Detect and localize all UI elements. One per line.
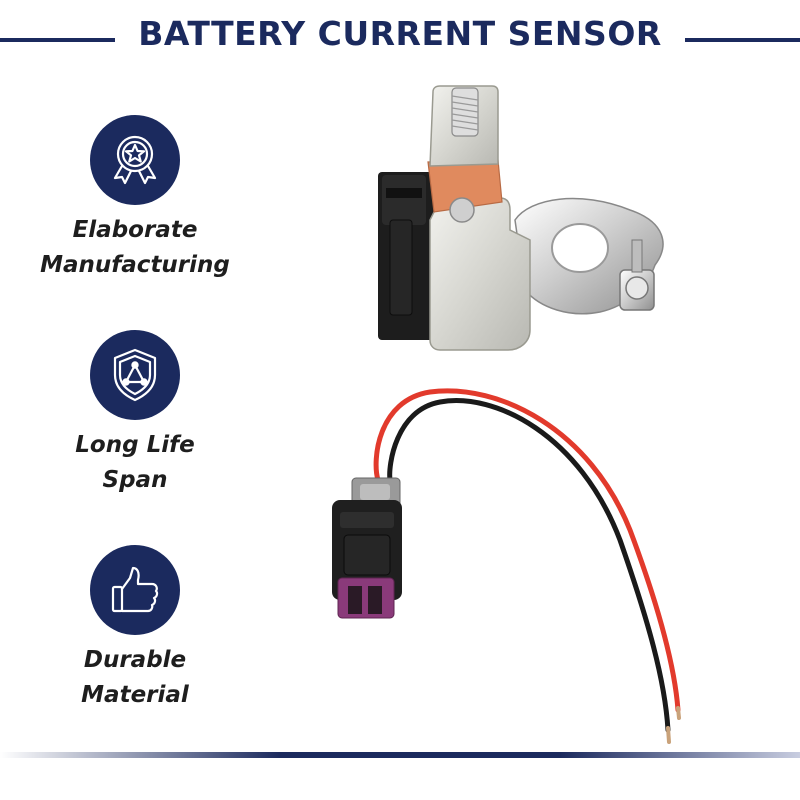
header: BATTERY CURRENT SENSOR: [0, 0, 800, 80]
shield-icon: [113, 348, 157, 402]
award-star-icon: [113, 135, 157, 185]
product-image: [332, 85, 681, 744]
feature-durable-material: Durable Material: [0, 545, 270, 713]
feature-label: Durable Material: [0, 643, 270, 713]
feature-icon-circle: [90, 115, 180, 205]
thumbs-up-icon: [111, 566, 159, 613]
header-rule-left: [0, 38, 115, 42]
feature-label-line2: Material: [81, 682, 189, 708]
feature-label-line2: Manufacturing: [40, 252, 230, 278]
feature-label: Elaborate Manufacturing: [0, 213, 270, 283]
header-rule-right: [685, 38, 800, 42]
feature-label-line2: Span: [102, 467, 168, 493]
feature-elaborate-manufacturing: Elaborate Manufacturing: [0, 115, 270, 283]
page-title: BATTERY CURRENT SENSOR: [138, 14, 662, 53]
feature-label: Long Life Span: [0, 428, 270, 498]
feature-label-line1: Durable: [83, 647, 187, 673]
feature-label-line1: Elaborate: [72, 217, 198, 243]
feature-icon-circle: [90, 545, 180, 635]
bottom-divider: [0, 752, 800, 758]
wire-harness: [373, 388, 681, 744]
feature-label-line1: Long Life: [75, 432, 195, 458]
feature-long-life-span: Long Life Span: [0, 330, 270, 498]
pigtail-connector: [332, 477, 402, 619]
battery-sensor: [378, 85, 664, 351]
feature-icon-circle: [90, 330, 180, 420]
